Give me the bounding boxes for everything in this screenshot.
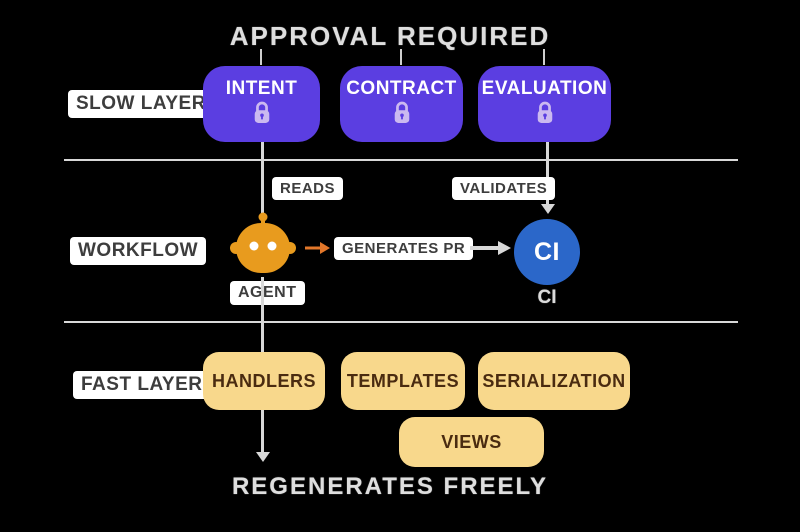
slow-layer-label: SLOW LAYER xyxy=(68,90,214,118)
workflow-label: WORKFLOW xyxy=(70,237,207,265)
node-serialization: SERIALIZATION xyxy=(478,352,630,410)
agent-label: AGENT xyxy=(230,281,305,305)
divider-workflow-fast xyxy=(64,321,738,323)
lock-icon xyxy=(535,101,555,130)
arrow-right-gray-icon xyxy=(468,239,512,262)
connector-agent-handlers xyxy=(261,277,264,353)
arrowhead-down-ci xyxy=(541,204,555,214)
arrowhead-down-footer xyxy=(256,452,270,462)
node-templates: TEMPLATES xyxy=(341,352,465,410)
connector-title-contract xyxy=(400,49,402,65)
reads-label: READS xyxy=(272,177,344,200)
arrow-right-orange-icon xyxy=(303,240,331,261)
divider-slow-workflow xyxy=(64,159,738,161)
node-evaluation: EVALUATION xyxy=(478,66,611,142)
lock-icon xyxy=(392,101,412,130)
node-intent-label: INTENT xyxy=(225,78,298,99)
node-ci-circle: CI xyxy=(514,219,580,285)
lock-icon xyxy=(252,101,272,130)
connector-title-evaluation xyxy=(543,49,545,65)
node-intent: INTENT xyxy=(203,66,320,142)
connector-title-intent xyxy=(260,49,262,65)
node-evaluation-label: EVALUATION xyxy=(481,78,608,99)
connector-intent-agent xyxy=(261,142,264,218)
ci-label: CI xyxy=(537,287,557,308)
connector-evaluation-ci xyxy=(546,142,549,204)
generates-pr-label: GENERATES PR xyxy=(334,237,474,260)
node-views: VIEWS xyxy=(399,417,544,467)
node-contract: CONTRACT xyxy=(340,66,463,142)
footer-title: REGENERATES FREELY xyxy=(231,473,549,500)
page-title: APPROVAL REQUIRED xyxy=(229,21,551,51)
connector-handlers-footer xyxy=(261,410,264,452)
node-contract-label: CONTRACT xyxy=(346,78,457,99)
fast-layer-label: FAST LAYER xyxy=(73,371,211,399)
node-handlers: HANDLERS xyxy=(203,352,325,410)
robot-agent-icon xyxy=(228,210,298,287)
validates-label: VALIDATES xyxy=(452,177,556,200)
